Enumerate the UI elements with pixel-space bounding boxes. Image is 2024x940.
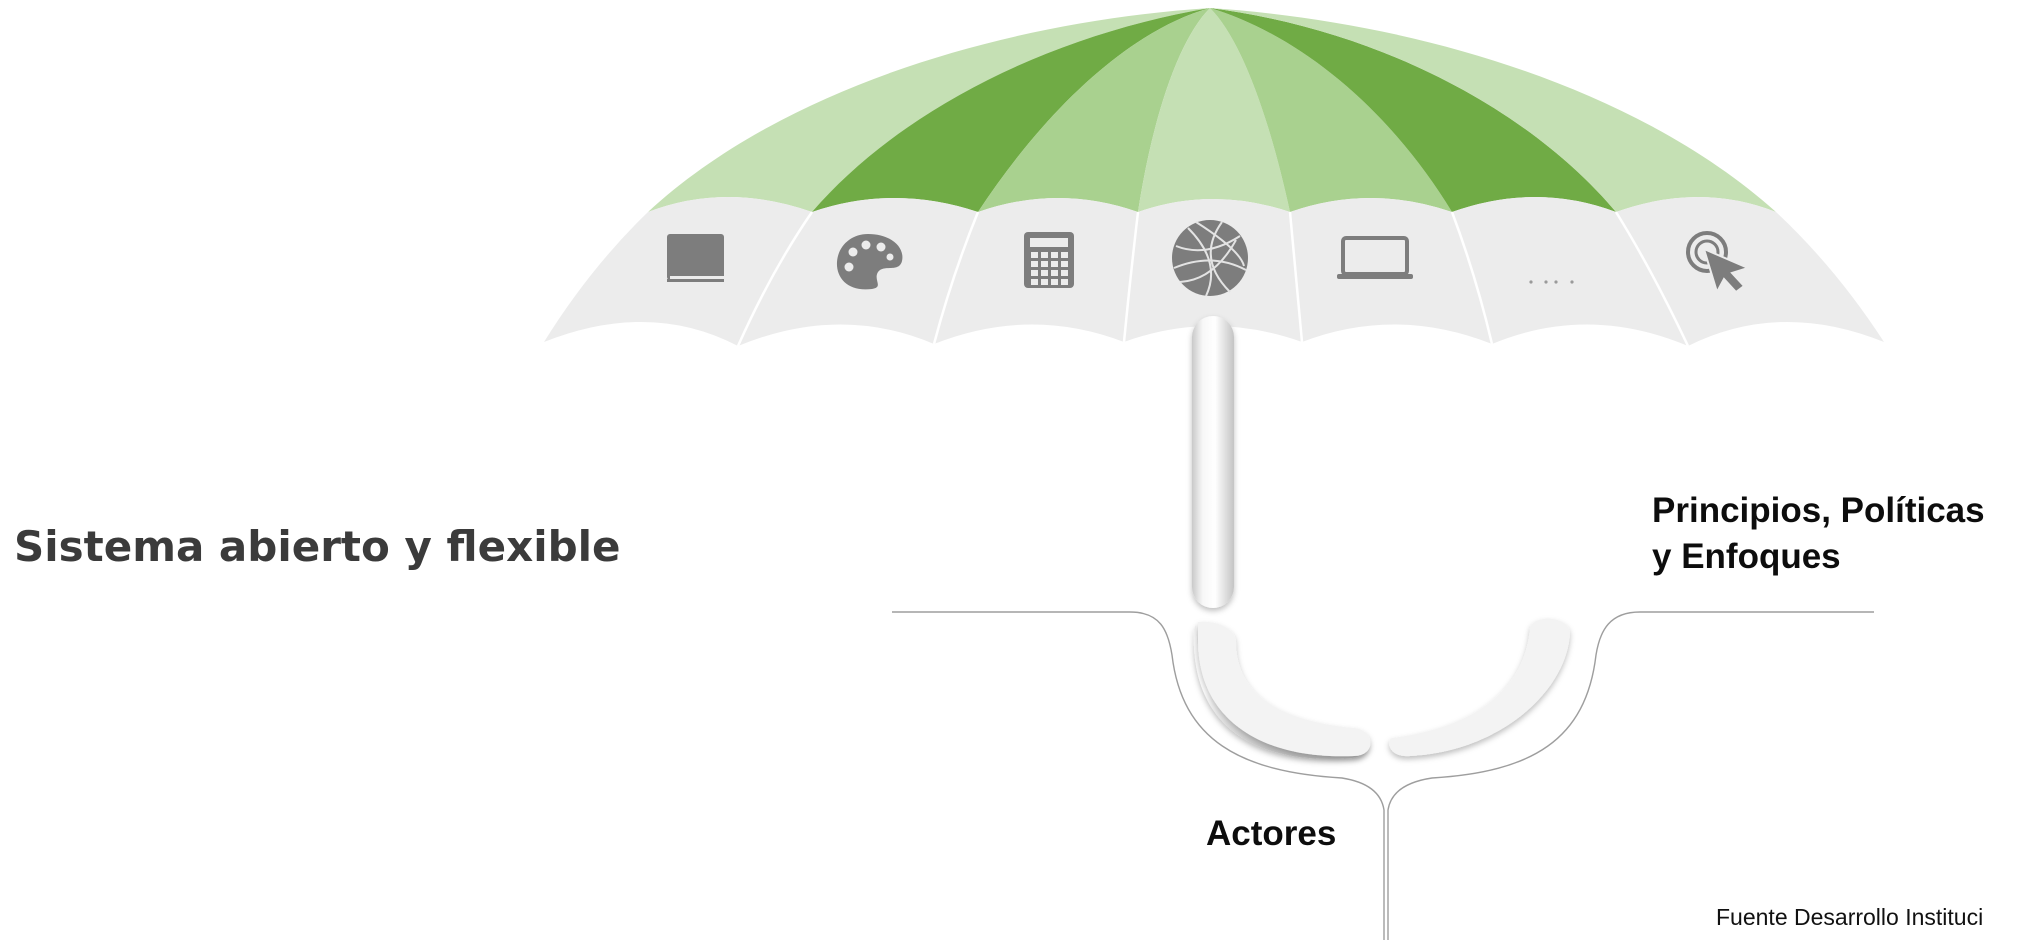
- canopy-band-5: [1290, 198, 1492, 344]
- principles-label-line1: Principios, Políticas: [1652, 491, 1985, 530]
- umbrella-handle-right: [1389, 618, 1570, 757]
- globe-icon: [1172, 220, 1248, 297]
- canopy-segment-4: [1138, 8, 1290, 212]
- source-note: Fuente Desarrollo Instituci: [1716, 904, 1984, 930]
- canopy-segment-3: [978, 8, 1210, 212]
- umbrella-handle-left: [1193, 621, 1371, 759]
- canopy-segment-2: [812, 8, 1210, 212]
- cursor-click-icon: [1686, 231, 1751, 295]
- canopy-segment-5: [1210, 8, 1452, 212]
- laptop-icon: [1337, 236, 1413, 279]
- umbrella-shaft: [1192, 316, 1234, 608]
- actors-label: Actores: [1206, 814, 1337, 853]
- umbrella-canopy-band: [544, 197, 1884, 347]
- canopy-band-7: [1616, 197, 1884, 346]
- diagram-title: Sistema abierto y flexible: [14, 522, 621, 571]
- canopy-segment-7: [1210, 8, 1776, 212]
- umbrella-canopy: [648, 8, 1776, 212]
- canopy-segment-1: [648, 8, 1210, 212]
- connector-lines: [892, 611, 1874, 940]
- book-icon: [667, 234, 724, 282]
- principles-label: Principios, Políticas y Enfoques: [1652, 488, 1985, 580]
- palette-icon: [836, 234, 903, 290]
- calculator-icon: [1024, 232, 1074, 288]
- principles-label-line2: y Enfoques: [1652, 537, 1841, 576]
- ellipsis-icon: [1529, 280, 1574, 284]
- canopy-segment-6: [1210, 8, 1616, 212]
